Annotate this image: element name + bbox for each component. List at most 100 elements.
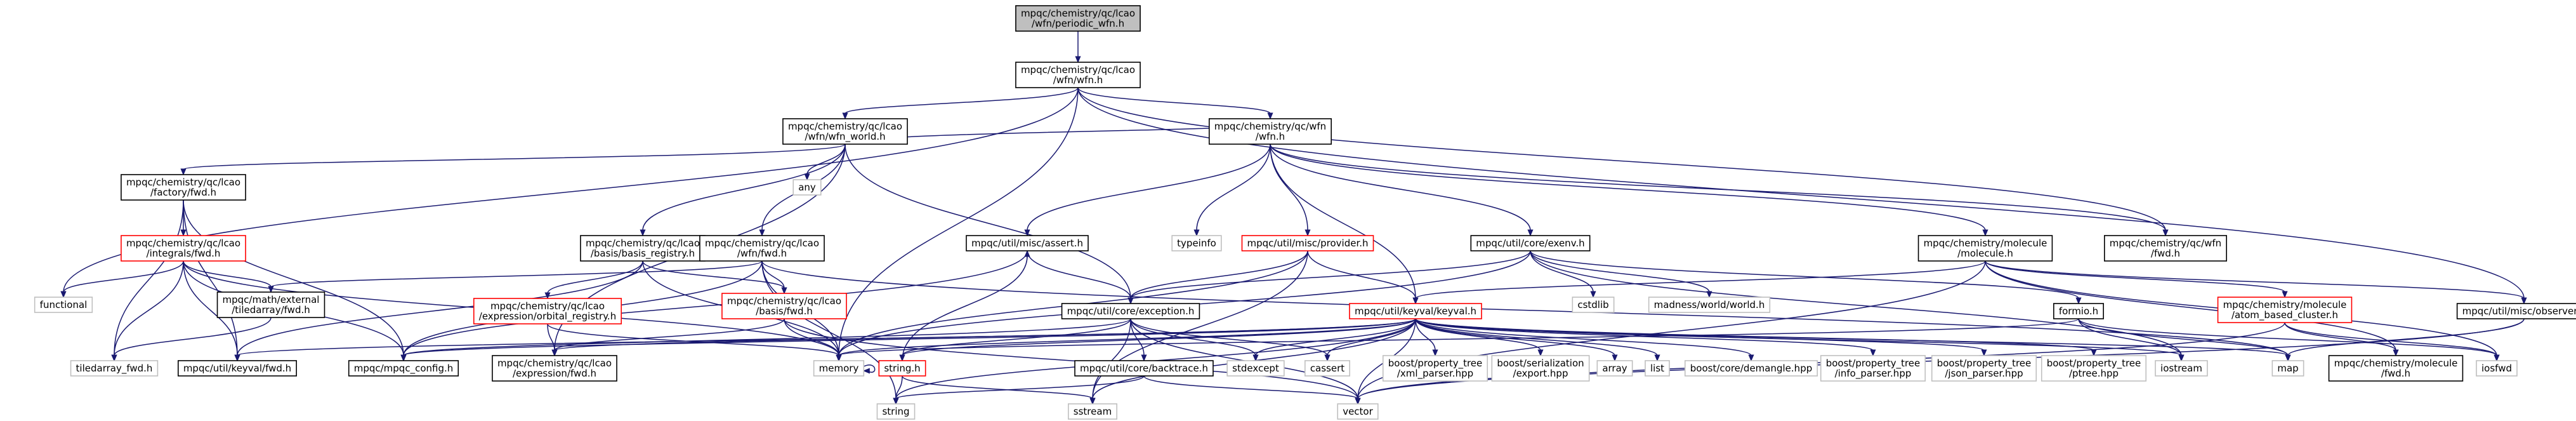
arrowhead [1089, 398, 1096, 405]
node-label: /json_parser.hpp [1945, 368, 2023, 380]
edge-keyval-to-demangle [1415, 318, 1754, 362]
node-formio[interactable]: formio.h [2053, 303, 2104, 319]
node-basis-fwd[interactable]: mpqc/chemistry/qc/lcao/basis/fwd.h [721, 293, 847, 319]
node-box [1304, 360, 1350, 377]
node-box [216, 291, 325, 318]
arrowhead [180, 229, 187, 237]
edge-line [183, 144, 846, 170]
node-label: mpqc/chemistry/qc/lcao [1021, 64, 1135, 76]
edge-line [1985, 260, 2396, 351]
edge-line [1415, 318, 1874, 351]
edge-line [1270, 144, 1531, 231]
node-qc-wfn[interactable]: mpqc/chemistry/qc/wfn/wfn.h [1209, 118, 1332, 145]
arrowhead [842, 112, 848, 120]
node-box [876, 403, 916, 420]
node-atom-cluster[interactable]: mpqc/chemistry/molecule/atom_based_clust… [2217, 297, 2353, 323]
arrowhead [863, 368, 870, 374]
edge-exenv-to-cstdlib [1530, 250, 1596, 298]
node-cstdlib: cstdlib [1572, 297, 1615, 313]
node-backtrace[interactable]: mpqc/util/core/backtrace.h [1074, 360, 1214, 377]
node-factory-fwd[interactable]: mpqc/chemistry/qc/lcao/factory/fwd.h [121, 174, 246, 201]
node-ptree: boost/property_tree/ptree.hpp [2040, 355, 2147, 382]
node-label: mpqc/chemistry/qc/lcao [126, 177, 240, 188]
node-periodic[interactable]: mpqc/chemistry/qc/lcao/wfn/periodic_wfn.… [1015, 5, 1141, 32]
node-box [1015, 62, 1141, 88]
node-mpqc-config[interactable]: mpqc/mpqc_config.h [348, 360, 459, 377]
node-exenv[interactable]: mpqc/util/core/exenv.h [1470, 235, 1591, 251]
arrowhead [804, 173, 810, 181]
node-wfn-world[interactable]: mpqc/chemistry/qc/lcao/wfn/wfn_world.h [782, 118, 908, 145]
edge-line [1270, 144, 2166, 231]
node-box [1068, 403, 1117, 420]
edge-qc-wfn-to-molecule [1270, 144, 1988, 237]
edge-line [1415, 318, 1436, 351]
node-orbital-registry[interactable]: mpqc/chemistry/qc/lcao/expression/orbita… [473, 298, 622, 324]
edge-line [403, 318, 1131, 356]
edge-keyval-to-expression-fwd [551, 318, 1416, 357]
node-label: string [882, 406, 909, 417]
node-madness-world: madness/world/world.h [1648, 297, 1771, 313]
arrowhead [1412, 297, 1419, 305]
node-label: /info_parser.hpp [1835, 368, 1912, 380]
edge-wfn-lcao-to-qc-wfn-fwd [1077, 87, 2169, 237]
edge-line [403, 318, 1416, 356]
edge-keyval-to-info-parser [1415, 318, 1876, 357]
node-box [2053, 303, 2104, 319]
edge-qc-wfn-to-provider [1270, 144, 1311, 237]
node-box [792, 179, 822, 196]
edge-line [844, 144, 1131, 299]
arrowhead [1075, 56, 1081, 63]
arrowhead [1590, 291, 1596, 298]
node-keyval[interactable]: mpqc/util/keyval/keyval.h [1349, 303, 1482, 319]
node-expression-fwd[interactable]: mpqc/chemistry/qc/lcao/expression/fwd.h [492, 355, 617, 382]
node-label: mpqc/chemistry/molecule [2223, 299, 2347, 311]
edge-string-h-to-assert [902, 250, 1030, 361]
node-label: string.h [884, 363, 920, 374]
node-assert[interactable]: mpqc/util/misc/assert.h [966, 235, 1089, 251]
node-molecule-fwd[interactable]: mpqc/chemistry/molecule/fwd.h [2328, 355, 2464, 382]
edge-line [1530, 250, 1710, 293]
edge-line [183, 199, 404, 356]
edge-line [902, 318, 1416, 356]
node-label: /ptree.hpp [2069, 368, 2119, 379]
node-string-h[interactable]: string.h [878, 360, 926, 377]
node-label: /fwd.h [2151, 248, 2180, 259]
node-observer[interactable]: mpqc/util/misc/observer.h [2456, 303, 2576, 319]
node-box [1684, 360, 1818, 377]
node-wfn-fwd-lcao[interactable]: mpqc/chemistry/qc/lcao/wfn/fwd.h [699, 235, 825, 262]
node-wfn-lcao[interactable]: mpqc/chemistry/qc/lcao/wfn/wfn.h [1015, 62, 1141, 88]
arrowhead [1141, 354, 1147, 362]
arrowhead [1612, 354, 1618, 362]
arrowhead [1304, 229, 1311, 237]
arrowhead [2075, 297, 2082, 305]
edge-line [1077, 87, 2525, 299]
node-box [1061, 303, 1200, 319]
node-molecule[interactable]: mpqc/chemistry/molecule/molecule.h [1917, 235, 2053, 262]
node-label: mpqc/util/keyval/keyval.h [1355, 305, 1476, 317]
arrowhead [1024, 250, 1030, 257]
node-provider[interactable]: mpqc/util/misc/provider.h [1241, 235, 1374, 251]
node-label: mpqc/chemistry/qc/lcao [586, 237, 700, 249]
edge-integrals-fwd-to-functional [60, 260, 184, 298]
node-box [878, 360, 926, 377]
node-label: list [1650, 363, 1664, 374]
edge-line [1077, 87, 1271, 114]
node-label: mpqc/chemistry/qc/lcao [497, 358, 612, 369]
node-tiledarray-ext[interactable]: mpqc/math/external/tiledarray/fwd.h [216, 291, 325, 318]
node-label: mpqc/util/core/exception.h [1067, 305, 1195, 317]
node-qc-wfn-fwd[interactable]: mpqc/chemistry/qc/wfn/fwd.h [2104, 235, 2227, 262]
node-box [1470, 235, 1591, 251]
node-basis-registry[interactable]: mpqc/chemistry/qc/lcao/basis/basis_regis… [580, 235, 706, 262]
node-box [2217, 297, 2353, 323]
node-label: mpqc/chemistry/qc/wfn [1214, 121, 1326, 132]
node-box [1226, 360, 1285, 377]
node-integrals-fwd[interactable]: mpqc/chemistry/qc/lcao/integrals/fwd.h [121, 235, 246, 262]
arrowhead [781, 287, 787, 295]
node-keyval-fwd[interactable]: mpqc/util/keyval/fwd.h [178, 360, 297, 377]
node-exception[interactable]: mpqc/util/core/exception.h [1061, 303, 1200, 319]
node-label: /basis/basis_registry.h [591, 248, 695, 260]
node-box [1209, 118, 1332, 145]
arrowhead [1870, 349, 1876, 357]
node-label: tiledarray_fwd.h [76, 363, 153, 375]
edge-atom-cluster-to-molecule-fwd [2284, 322, 2399, 357]
